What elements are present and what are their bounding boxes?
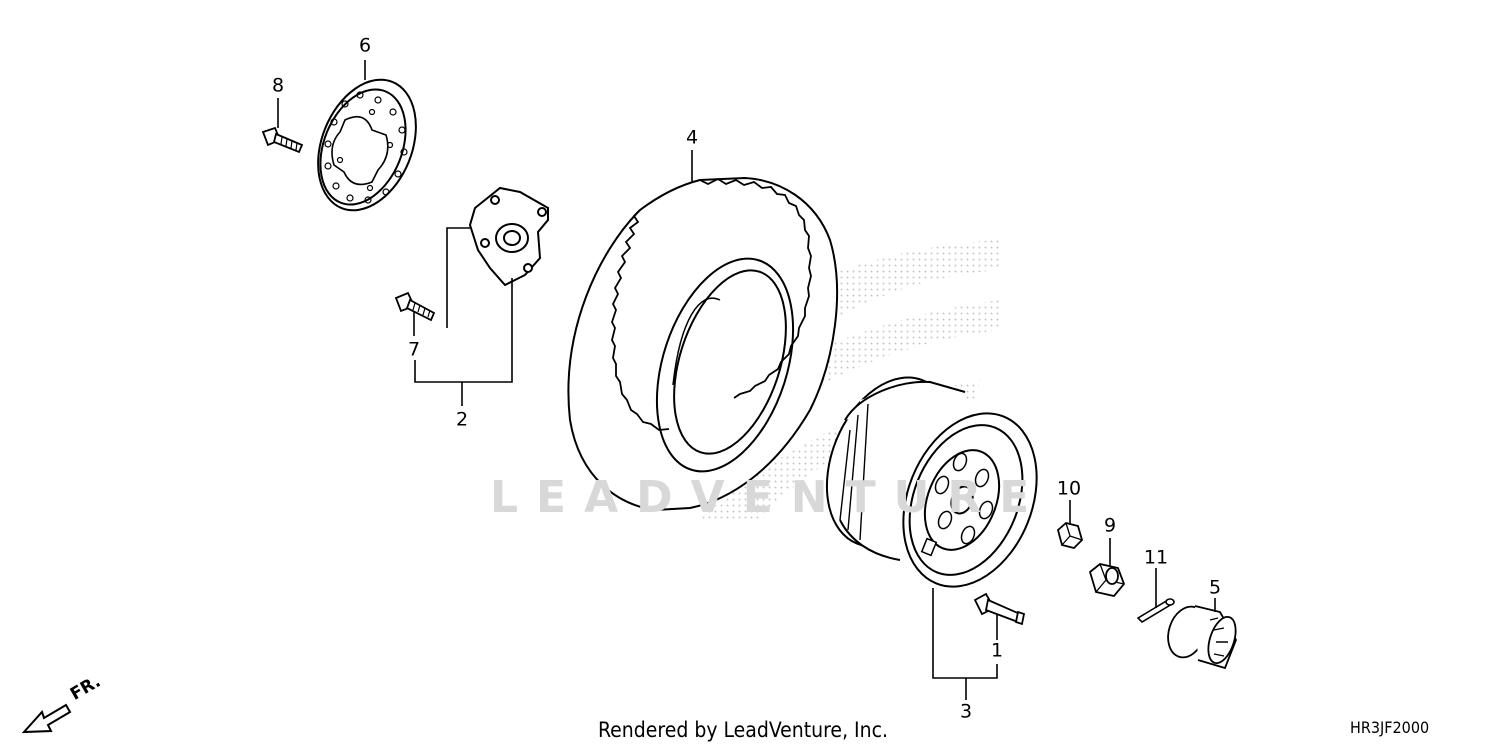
render-credit: Rendered by LeadVenture, Inc.	[598, 718, 888, 742]
callout-1: 1	[990, 639, 1004, 662]
castle-nut-9	[1088, 563, 1126, 597]
nut-10	[1056, 522, 1084, 549]
callout-3: 3	[959, 700, 973, 723]
callout-7: 7	[407, 338, 421, 361]
wheel-hub	[468, 186, 549, 287]
watermark-text: LEADVENTURE	[490, 472, 1048, 523]
leader-lines	[277, 60, 1216, 700]
callout-8: 8	[271, 74, 285, 97]
tire	[567, 176, 838, 512]
brake-disc	[317, 78, 417, 212]
diagram-code: HR3JF2000	[1350, 718, 1430, 737]
callout-4: 4	[685, 126, 699, 149]
callout-11: 11	[1143, 546, 1169, 569]
front-direction-arrow	[21, 703, 72, 734]
cotter-pin	[1136, 598, 1175, 624]
bolt-7	[394, 291, 436, 322]
valve-stem	[973, 592, 1026, 626]
callout-2: 2	[455, 408, 469, 431]
callout-9: 9	[1103, 514, 1117, 537]
hub-cap	[1167, 605, 1237, 670]
callout-10: 10	[1056, 477, 1082, 500]
bolt-8	[261, 126, 304, 154]
callout-5: 5	[1208, 576, 1222, 599]
callout-6: 6	[358, 34, 372, 57]
wheel-rim	[825, 376, 1038, 588]
